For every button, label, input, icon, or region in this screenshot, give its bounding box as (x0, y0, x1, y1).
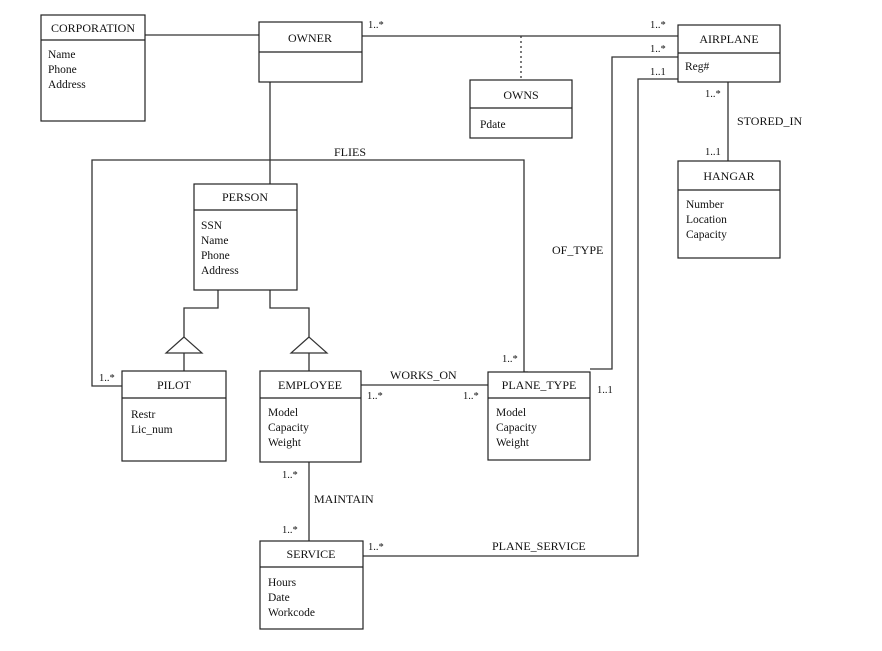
class-service[interactable]: SERVICE Hours Date Workcode (259, 540, 364, 630)
class-attribute: Location (686, 214, 727, 226)
class-attribute: Phone (201, 250, 230, 262)
edge-generalization-pilot (183, 290, 219, 337)
class-attribute: Weight (496, 437, 530, 449)
class-attribute: Address (201, 265, 239, 277)
class-airplane[interactable]: AIRPLANE Reg# (677, 24, 781, 83)
class-title: PERSON (222, 190, 268, 204)
class-person[interactable]: PERSON SSN Name Phone Address (193, 183, 298, 291)
relationship-label-stored-in: STORED_IN (737, 114, 802, 128)
class-attribute: SSN (201, 220, 223, 232)
class-attribute: Weight (268, 437, 302, 449)
class-attribute: Lic_num (131, 424, 173, 436)
class-attribute: Model (268, 407, 298, 419)
class-title: OWNS (503, 88, 538, 102)
class-employee[interactable]: EMPLOYEE Model Capacity Weight (259, 370, 362, 463)
multiplicity-label: 1..* (650, 20, 666, 31)
generalization-triangle-employee (289, 336, 329, 354)
class-hangar[interactable]: HANGAR Number Location Capacity (677, 160, 781, 259)
edge-generalization-employee (269, 290, 310, 337)
class-title: AIRPLANE (699, 32, 758, 46)
multiplicity-label: 1..* (650, 44, 666, 55)
class-attribute: Capacity (496, 422, 537, 434)
multiplicity-label: 1..1 (650, 67, 666, 78)
multiplicity-label: 1..1 (597, 385, 613, 396)
class-pilot[interactable]: PILOT Restr Lic_num (121, 370, 227, 462)
multiplicity-label: 1..1 (705, 147, 721, 158)
edge-plane-service (363, 78, 678, 557)
class-attribute: Phone (48, 64, 77, 76)
multiplicity-label: 1..* (368, 20, 384, 31)
multiplicity-label: 1..* (282, 525, 298, 536)
relationship-label-of-type: OF_TYPE (552, 243, 603, 257)
class-attribute: Capacity (268, 422, 309, 434)
class-attribute: Model (496, 407, 526, 419)
class-attribute: Number (686, 199, 724, 211)
class-title: OWNER (288, 31, 332, 45)
relationship-label-maintain: MAINTAIN (314, 492, 374, 506)
class-attribute: Capacity (686, 229, 727, 241)
multiplicity-label: 1..* (99, 373, 115, 384)
multiplicity-label: 1..* (502, 354, 518, 365)
class-attribute: Workcode (268, 607, 315, 619)
multiplicity-label: 1..* (367, 391, 383, 402)
class-attribute: Restr (131, 409, 155, 421)
edge-of-type (590, 56, 678, 370)
relationship-label-plane-service: PLANE_SERVICE (492, 539, 586, 553)
class-owner[interactable]: OWNER (258, 21, 363, 83)
class-attribute: Date (268, 592, 290, 604)
class-title: EMPLOYEE (278, 378, 342, 392)
class-attribute: Address (48, 79, 86, 91)
class-attribute: Name (201, 235, 228, 247)
class-title: HANGAR (703, 169, 754, 183)
class-title: SERVICE (286, 547, 335, 561)
class-title: PILOT (157, 378, 192, 392)
class-owns[interactable]: OWNS Pdate (469, 79, 573, 139)
generalization-triangle-pilot (164, 336, 204, 354)
class-attribute: Pdate (480, 119, 506, 131)
relationship-label-works-on: WORKS_ON (390, 368, 457, 382)
class-title: PLANE_TYPE (502, 378, 577, 392)
class-title: CORPORATION (51, 21, 135, 35)
connectors (91, 34, 729, 557)
class-plane-type[interactable]: PLANE_TYPE Model Capacity Weight (487, 371, 591, 461)
class-corporation[interactable]: CORPORATION Name Phone Address (40, 14, 146, 122)
class-attribute: Name (48, 49, 75, 61)
multiplicity-label: 1..* (463, 391, 479, 402)
relationship-label-flies: FLIES (334, 145, 366, 159)
class-attribute: Reg# (685, 61, 710, 73)
multiplicity-label: 1..* (705, 89, 721, 100)
multiplicity-label: 1..* (368, 542, 384, 553)
multiplicity-label: 1..* (282, 470, 298, 481)
class-attribute: Hours (268, 577, 297, 589)
